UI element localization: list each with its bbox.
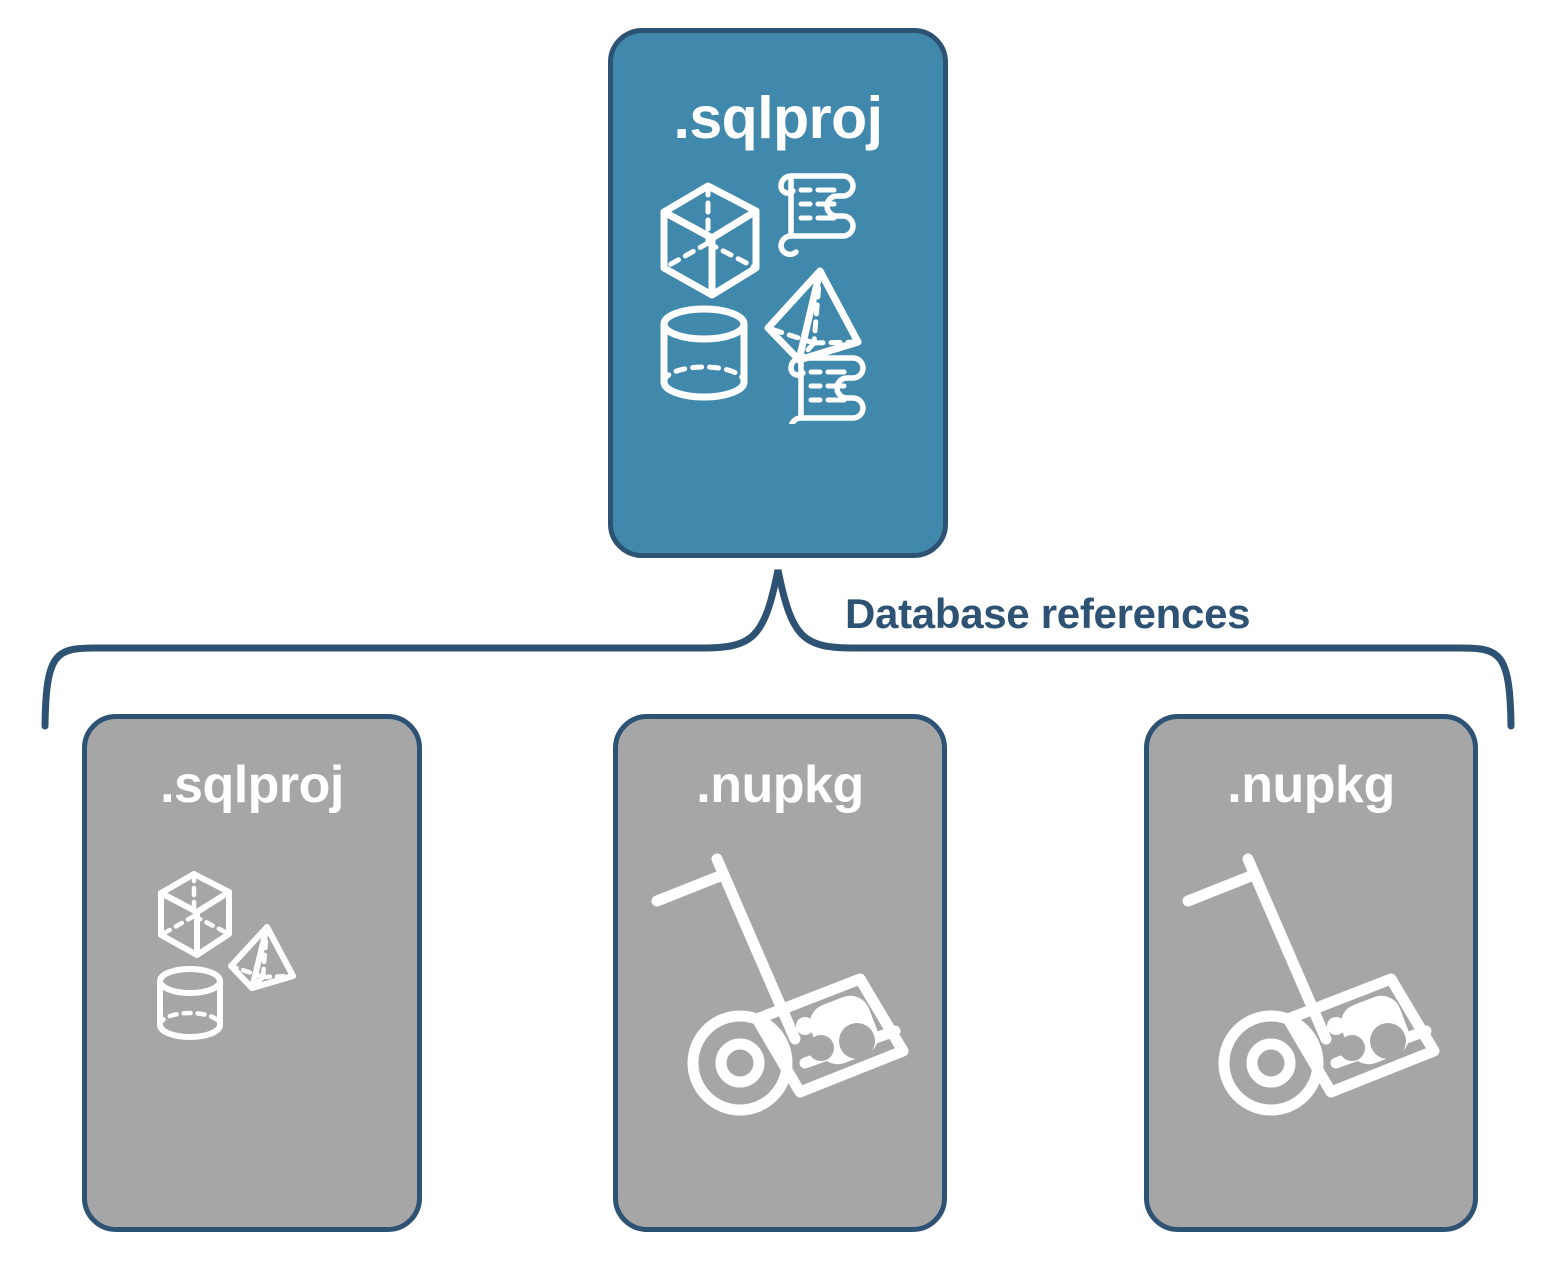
node-title: .sqlproj — [160, 756, 344, 814]
pyramid-icon — [228, 924, 296, 991]
cylinder-icon — [660, 305, 748, 401]
node-artwork — [648, 164, 908, 440]
node-sqlproj-main[interactable]: .sqlproj — [608, 28, 948, 558]
node-nupkg-2[interactable]: .nupkg — [1144, 714, 1478, 1232]
node-artwork — [1176, 851, 1446, 1121]
node-title: .nupkg — [696, 756, 864, 814]
node-nupkg-1[interactable]: .nupkg — [613, 714, 947, 1232]
node-artwork — [645, 851, 915, 1121]
cylinder-icon — [157, 966, 223, 1040]
nuget-hand-truck-icon — [1182, 853, 1440, 1116]
script-scroll-icon — [788, 355, 866, 440]
cube-icon — [660, 182, 760, 299]
node-title: .sqlproj — [673, 85, 883, 151]
brace-label: Database references — [845, 590, 1251, 637]
script-scroll-icon — [778, 173, 856, 258]
cube-icon — [158, 871, 232, 958]
pyramid-icon — [764, 267, 862, 364]
node-artwork — [147, 863, 357, 1083]
node-sqlproj-ref[interactable]: .sqlproj — [82, 714, 422, 1232]
node-title: .nupkg — [1227, 756, 1395, 814]
nuget-hand-truck-icon — [651, 853, 909, 1116]
